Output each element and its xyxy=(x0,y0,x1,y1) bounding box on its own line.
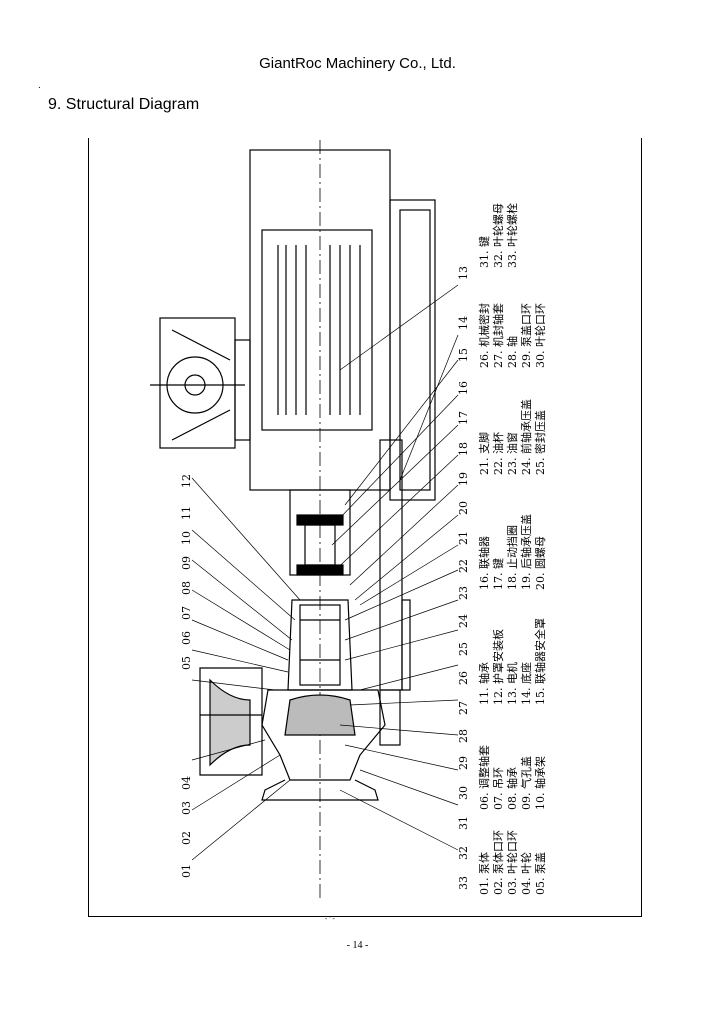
callout-label: 24 xyxy=(457,614,470,628)
legend-entry: 27. 机封轴套 xyxy=(491,303,505,368)
callout-label: 10 xyxy=(180,531,193,545)
callout-label: 20 xyxy=(457,501,470,515)
terminal-box xyxy=(150,317,245,449)
legend-entry: 08. 轴承 xyxy=(505,767,519,810)
legend-entry: 24. 前轴承压盖 xyxy=(519,399,533,475)
legend-entry: 33. 叶轮螺栓 xyxy=(505,203,519,268)
legend-entry: 06. 调整轴套 xyxy=(477,745,491,810)
legend-entry: 09. 气孔盖 xyxy=(519,756,533,810)
legend-entry: 16. 联轴器 xyxy=(477,536,491,590)
callout-label: 28 xyxy=(457,729,470,743)
callout-label: 17 xyxy=(457,411,470,425)
callout-label: 26 xyxy=(457,671,470,685)
legend-entry: 13. 电机 xyxy=(505,662,519,705)
page-number: - 14 - xyxy=(346,940,369,951)
legend-entry: 12. 护罩安装板 xyxy=(491,629,505,705)
legend-entry: 10. 轴承架 xyxy=(533,756,547,810)
callout-label: 03 xyxy=(180,801,193,815)
callout-label: 13 xyxy=(457,266,470,280)
callout-label: 04 xyxy=(180,776,193,790)
callout-label: 27 xyxy=(457,701,470,715)
callout-label: 30 xyxy=(457,786,470,800)
callout-label: 25 xyxy=(457,642,470,656)
legend-entry: 02. 泵体口环 xyxy=(491,830,505,895)
coupling xyxy=(289,489,351,576)
callout-label: 02 xyxy=(180,831,193,845)
leader-lines xyxy=(191,284,459,861)
callout-label: 32 xyxy=(457,846,470,860)
section-title: 9. Structural Diagram xyxy=(48,96,200,113)
legend-entry: 28. 轴 xyxy=(505,336,519,368)
legend-entry: 03. 叶轮口环 xyxy=(505,830,519,895)
callout-label: 07 xyxy=(180,606,193,620)
legend-entry: 17. 键 xyxy=(491,558,505,590)
legend-entry: 19. 后轴承压盖 xyxy=(519,514,533,590)
callout-label: 11 xyxy=(180,506,193,520)
legend-entry: 04. 叶轮 xyxy=(519,852,533,895)
legend-entry: 21. 支脚 xyxy=(477,432,491,475)
legend-entry: 05. 泵盖 xyxy=(533,852,547,895)
callout-label: 29 xyxy=(457,756,470,770)
legend-entry: 29. 泵盖口环 xyxy=(519,303,533,368)
callout-label: 21 xyxy=(457,531,470,545)
legend-entry: 20. 圆螺母 xyxy=(534,536,547,590)
legend-entry: 32. 叶轮螺母 xyxy=(491,203,505,268)
legend-entry: 30. 叶轮口环 xyxy=(533,303,547,368)
legend-entry: 15. 联轴器安全罩 xyxy=(533,618,547,705)
legend-entry: 31. 键 xyxy=(477,236,491,268)
callout-label: 08 xyxy=(180,581,193,595)
legend-entry: 14. 底座 xyxy=(519,662,533,705)
pump-casing xyxy=(199,667,401,801)
callout-label: 06 xyxy=(180,631,193,645)
callout-label: 22 xyxy=(457,559,470,573)
legend-entry: 18. 止动挡圈 xyxy=(505,525,519,590)
callout-label: 15 xyxy=(457,348,470,362)
callout-label: 14 xyxy=(457,316,470,330)
callout-label: 23 xyxy=(457,586,470,600)
callout-label: 01 xyxy=(180,864,193,878)
callout-label: 16 xyxy=(457,381,470,395)
callout-numbers: 12 11 10 09 08 07 06 05 04 03 02 01 13 1… xyxy=(180,266,470,890)
parts-legend: 01. 泵体 02. 泵体口环 03. 叶轮口环 04. 叶轮 05. 泵盖 0… xyxy=(477,203,547,895)
motor xyxy=(234,149,436,501)
callout-label: 31 xyxy=(457,816,470,830)
legend-entry: 23. 油窗 xyxy=(505,432,519,475)
callout-label: 33 xyxy=(457,876,470,890)
callout-label: 05 xyxy=(180,656,193,670)
legend-entry: 01. 泵体 xyxy=(477,852,491,895)
company-header: GiantRoc Machinery Co., Ltd. xyxy=(259,55,456,72)
callout-label: 12 xyxy=(180,474,193,488)
legend-entry: 26. 机械密封 xyxy=(477,303,491,368)
callout-label: 09 xyxy=(180,556,193,570)
legend-entry: 22. 油杯 xyxy=(491,432,505,475)
legend-entry: 25. 密封压盖 xyxy=(533,410,547,475)
legend-entry: 07. 吊环 xyxy=(492,767,505,810)
diagram-frame xyxy=(88,138,642,917)
stray-dot: . xyxy=(38,80,41,91)
callout-label: 18 xyxy=(457,442,470,456)
callout-label: 19 xyxy=(457,472,470,486)
tiny-mark: - ' - xyxy=(325,916,335,923)
legend-entry: 11. 轴承 xyxy=(477,662,491,705)
